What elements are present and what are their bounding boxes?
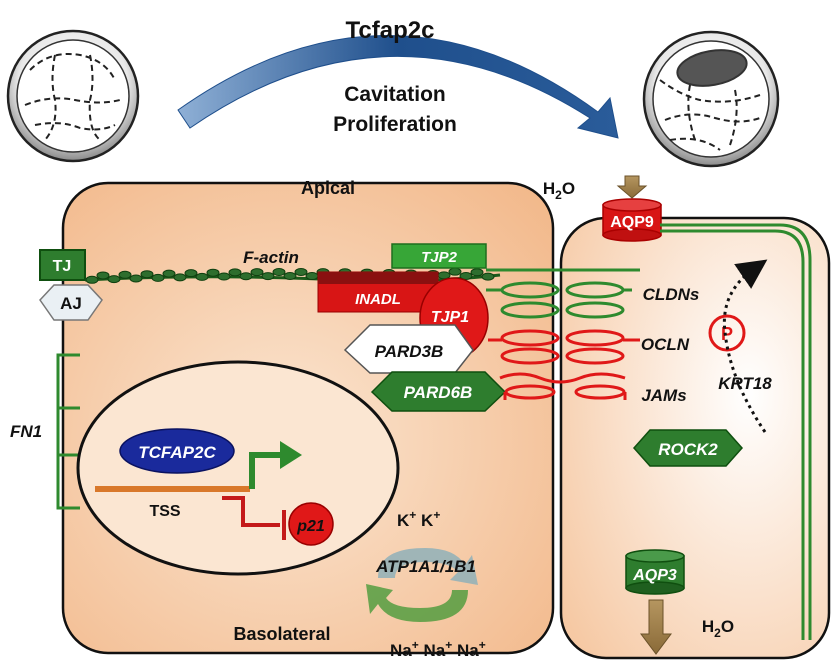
actin-bead: [217, 272, 231, 281]
actin-bead: [85, 275, 99, 284]
water-in-arrow: [616, 175, 648, 199]
cell-right-membrane-green: [660, 223, 812, 640]
actin-bead: [294, 268, 308, 277]
inadl-protein: INADL: [317, 271, 439, 313]
actin-bead: [173, 273, 187, 282]
cldn-loops: [486, 268, 640, 319]
actin-bead: [162, 269, 176, 278]
svg-text:AQP9: AQP9: [610, 214, 654, 231]
svg-text:AQP3: AQP3: [632, 567, 677, 584]
svg-text:p21: p21: [296, 518, 325, 535]
svg-text:P: P: [721, 324, 733, 344]
cavitation-label: Cavitation: [344, 83, 446, 106]
blastocoel-cavity: [676, 49, 748, 87]
water-bottom-label: H2O: [702, 617, 734, 640]
ocln-loops: [488, 329, 640, 365]
svg-text:AJ: AJ: [60, 294, 82, 313]
actin-bead: [272, 268, 286, 277]
svg-text:TJP1: TJP1: [431, 309, 469, 326]
actin-bead: [459, 271, 473, 280]
atp-label: ATP1A1/1B1: [375, 557, 476, 576]
aqp3-channel: AQP3: [625, 549, 685, 595]
actin-bead: [470, 268, 484, 277]
fn1-label: FN1: [10, 422, 42, 441]
svg-text:INADL: INADL: [355, 291, 401, 308]
p21-protein: p21: [288, 502, 334, 546]
atp-pump: [366, 548, 478, 622]
ocln-label: OCLN: [641, 335, 690, 354]
transcription-arrow: [249, 441, 302, 489]
svg-text:ROCK2: ROCK2: [658, 440, 718, 459]
proliferation-label: Proliferation: [333, 113, 457, 136]
actin-bead: [96, 271, 110, 280]
nucleus: [76, 360, 400, 576]
water-top-label: H2O: [543, 179, 575, 202]
rock2-protein: ROCK2: [632, 429, 744, 467]
actin-bead: [283, 272, 297, 281]
actin-bead: [239, 272, 253, 281]
actin-bead: [481, 272, 495, 281]
svg-text:PARD3B: PARD3B: [375, 342, 444, 361]
svg-text:PARD6B: PARD6B: [404, 383, 473, 402]
actin-bead: [107, 275, 121, 284]
k-ions-label: K+ K+: [397, 508, 440, 530]
p21-inhibition: [222, 496, 286, 540]
aqp9-channel: AQP9: [602, 198, 662, 242]
tj-junction: TJ: [39, 249, 86, 281]
actin-bead: [129, 274, 143, 283]
f-actin-label: F-actin: [243, 248, 299, 267]
pard6b-protein: PARD6B: [370, 371, 507, 412]
actin-bead: [261, 272, 275, 281]
svg-text:TCFAP2C: TCFAP2C: [138, 443, 216, 462]
actin-bead: [195, 272, 209, 281]
jam-loops: [499, 372, 627, 400]
actin-bead: [228, 268, 242, 277]
actin-bead: [140, 270, 154, 279]
actin-bead: [151, 273, 165, 282]
cldns-label: CLDNs: [643, 285, 700, 304]
apical-label: Apical: [301, 178, 355, 198]
transition-arrow: [177, 35, 619, 139]
svg-text:TJ: TJ: [53, 258, 72, 275]
actin-bead: [184, 269, 198, 278]
morula-embryo: [6, 29, 140, 163]
jams-label: JAMs: [641, 386, 686, 405]
fn1-bracket: [56, 353, 80, 510]
tjp2-protein: TJP2: [391, 243, 487, 269]
tss-label: TSS: [149, 503, 180, 520]
blastocyst-embryo: [642, 30, 780, 168]
actin-bead: [118, 270, 132, 279]
krt18-label: KRT18: [718, 374, 772, 393]
na-ions-label: Na+ Na+ Na+: [390, 638, 486, 660]
pard3b-protein: PARD3B: [343, 324, 474, 374]
title: Tcfap2c: [346, 17, 435, 44]
actin-bead: [305, 272, 319, 281]
aj-junction: AJ: [39, 284, 103, 321]
actin-bead: [206, 268, 220, 277]
water-out-arrow: [640, 599, 672, 655]
actin-bead: [250, 268, 264, 277]
phospho-marker: P: [708, 314, 746, 352]
tcfap2c-gene: TCFAP2C: [119, 428, 235, 474]
basolateral-label: Basolateral: [233, 624, 330, 644]
svg-text:TJP2: TJP2: [421, 249, 458, 266]
actin-bead: [448, 267, 462, 276]
